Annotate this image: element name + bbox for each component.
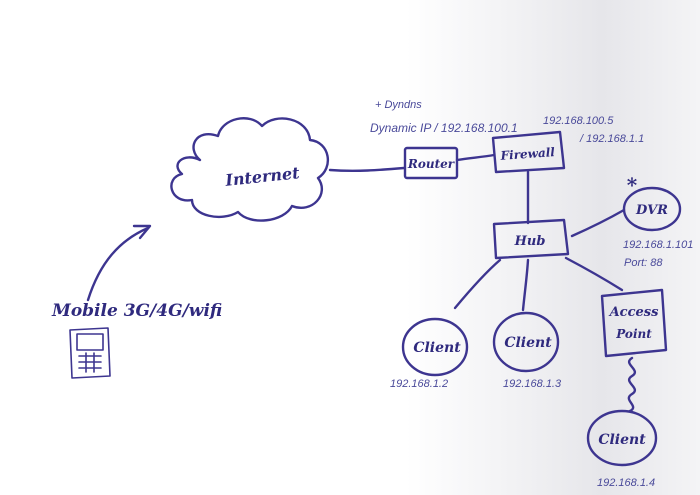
client-3-label: Client (598, 432, 646, 448)
link-wireless-access-point-client-3 (627, 356, 636, 413)
mobile-label: Mobile 3G/4G/wifi (51, 301, 222, 321)
client-2-circle (492, 311, 560, 373)
link-router-firewall (455, 153, 496, 162)
link-internet-router (328, 166, 406, 173)
hub-node: Hub (492, 218, 570, 260)
access-point-label-line1: Access (608, 305, 660, 320)
client-3-circle (586, 409, 658, 467)
firewall-node: Firewall (491, 130, 566, 174)
hub-label: Hub (514, 234, 546, 249)
dyndns-note: + Dyndns (375, 99, 422, 111)
access-point-label-line2: Point (615, 327, 652, 341)
mobile-phone-keypad (78, 352, 102, 373)
access-point-node: Access Point (600, 288, 668, 358)
client-2-label: Client (504, 335, 552, 351)
client-1-ip-note: 192.168.1.2 (390, 378, 448, 390)
link-hub-access-point (564, 256, 624, 292)
dvr-star-mark: * (627, 173, 638, 197)
mobile-phone-screen (76, 333, 104, 351)
firewall-label: Firewall (499, 145, 556, 163)
link-hub-dvr (570, 208, 626, 238)
access-point-box (600, 288, 668, 358)
link-hub-client-1 (453, 258, 502, 310)
internet-node: Internet (170, 117, 330, 222)
link-mobile-internet-arrow (86, 226, 150, 302)
client-1-label: Client (413, 340, 461, 356)
firewall-box (491, 130, 566, 174)
router-node: Router (403, 146, 459, 180)
client-2-ip-note: 192.168.1.3 (503, 378, 562, 390)
router-ip-note: Dynamic IP / 192.168.100.1 (370, 121, 518, 135)
client-3-ip-note: 192.168.1.4 (597, 477, 655, 489)
dvr-label: DVR (635, 203, 668, 218)
mobile-device: Mobile 3G/4G/wifi (51, 301, 222, 379)
hub-box (492, 218, 570, 260)
internet-cloud-shape (170, 117, 330, 222)
dvr-node: DVR * (622, 173, 682, 232)
client-2-node: Client (492, 311, 560, 373)
link-hub-client-2 (521, 258, 530, 312)
client-3-node: Client (586, 409, 658, 467)
dvr-port-note: Port: 88 (624, 257, 663, 269)
router-label: Router (407, 157, 456, 171)
dvr-ip-note: 192.168.1.101 (623, 239, 693, 251)
client-1-circle (401, 317, 469, 377)
internet-label: Internet (223, 163, 300, 190)
client-1-node: Client (401, 317, 469, 377)
mobile-phone-shape (69, 327, 111, 379)
arrow-head (132, 224, 152, 240)
router-box (403, 146, 459, 180)
firewall-wan-ip-note: 192.168.100.5 (543, 115, 614, 127)
firewall-lan-ip-note: / 192.168.1.1 (579, 133, 644, 145)
